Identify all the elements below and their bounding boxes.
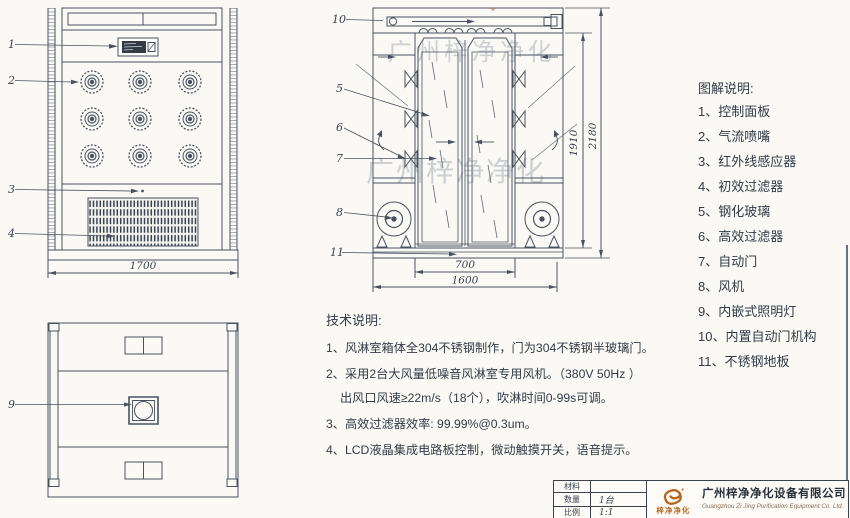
- front-frame: [48, 8, 237, 250]
- legend-item: 8、风机: [698, 279, 745, 294]
- door-rollers: [419, 29, 512, 34]
- plan-callouts: 9: [8, 398, 132, 411]
- callout-3: 3: [8, 183, 15, 196]
- callout-7: 7: [336, 152, 343, 165]
- section-callouts: 10 5 6 7 8 11: [330, 13, 577, 259]
- door-width-dimension: 700: [455, 259, 475, 271]
- dim-1600: 1600: [373, 258, 557, 292]
- sheet-border-line: [846, 245, 848, 518]
- notes-line: 3、高效过滤器效率: 99.99%@0.3um。: [326, 417, 537, 431]
- inner-height-dimension: 1910: [568, 129, 580, 156]
- legend-item: 2、气流喷嘴: [698, 129, 771, 144]
- quantity-label: 数量: [554, 493, 591, 506]
- notes-line: 4、LCD液晶集成电路板控制，微动触摸开关，语音提示。: [326, 443, 638, 457]
- ceiling-light: [129, 397, 158, 424]
- air-nozzle-symbols: [405, 71, 525, 167]
- technical-notes: 技术说明: 1、风淋室箱体全304不锈钢制作，门为304不锈钢半玻璃门。 2、采…: [326, 312, 666, 458]
- callout-9: 9: [8, 398, 15, 411]
- notes-line: 1、风淋室箱体全304不锈钢制作，门为304不锈钢半玻璃门。: [326, 341, 654, 355]
- scale-label: 比例: [554, 507, 591, 518]
- notes-line: 出风口风速≥22m/s（18个），吹淋时间0-99s可调。: [340, 391, 613, 405]
- title-block-row: 材料: [554, 481, 646, 493]
- fan-right: [525, 202, 559, 247]
- dim-700: 700: [415, 258, 515, 278]
- dim-1910: 1910: [565, 33, 592, 248]
- front-view-drawing: 1700 1 2 3 4: [7, 2, 260, 300]
- legend-item: 5、钢化玻璃: [698, 204, 771, 219]
- plan-top-fixture: [125, 337, 162, 354]
- legend-item: 1、控制面板: [698, 104, 771, 119]
- legend-item: 6、高效过滤器: [698, 229, 784, 244]
- plan-view-drawing: 9: [8, 308, 260, 508]
- company-name-en: Guangzhou Zi Jing Purification Equipment…: [702, 503, 844, 510]
- legend: 图解说明: 1、控制面板 2、气流喷嘴 3、红外线感应器 4、初效过滤器 5、钢…: [698, 80, 850, 374]
- title-block-table: 材料 数量 1台 比例 1:1: [554, 481, 647, 518]
- airflow-arrows: [377, 55, 559, 150]
- callout-5: 5: [336, 82, 343, 95]
- overall-width-dimension: 1600: [452, 275, 479, 287]
- callout-4: 4: [7, 227, 15, 240]
- callout-10: 10: [332, 13, 346, 26]
- notes-title: 技术说明:: [326, 313, 382, 328]
- title-block-row: 比例 1:1: [554, 507, 646, 518]
- logo-swirl-icon: [660, 488, 684, 507]
- company-name-cn: 广州梓净净化设备有限公司: [702, 488, 846, 500]
- overall-height-dimension: 2180: [587, 122, 599, 150]
- dim-2180: 2180: [565, 8, 610, 258]
- material-value: [591, 481, 646, 492]
- material-label: 材料: [554, 481, 591, 492]
- fan-left: [377, 202, 411, 247]
- control-panel: [118, 38, 158, 56]
- door-left: [418, 38, 462, 246]
- quantity-value: 1台: [599, 496, 614, 506]
- notes-line: 2、采用2台大风量低噪音风淋室专用风机。（380V 50Hz ）: [326, 367, 641, 381]
- callout-6: 6: [336, 121, 343, 134]
- door-right: [465, 38, 512, 246]
- scale-value: 1:1: [599, 507, 614, 518]
- exhaust-grille: [88, 198, 198, 246]
- side-walls: [373, 33, 563, 248]
- plan-frame: [48, 323, 238, 497]
- top-box: [373, 7, 563, 33]
- logo-text: 梓净净化: [656, 506, 691, 515]
- legend-item: 9、内嵌式照明灯: [698, 304, 797, 319]
- company-block: 广州梓净净化设备有限公司 Guangzhou Zi Jing Purificat…: [700, 481, 848, 518]
- front-callouts: 1 2 3 4: [7, 38, 144, 240]
- callout-8: 8: [336, 206, 343, 219]
- legend-item: 4、初效过滤器: [698, 179, 784, 194]
- watermark-text: 广州梓净净化: [366, 156, 547, 187]
- title-block-row: 数量 1台: [554, 493, 646, 507]
- legend-item: 10、内置自动门机构: [698, 329, 817, 344]
- legend-item: 7、自动门: [698, 254, 758, 269]
- legend-item: 3、红外线感应器: [698, 154, 797, 169]
- company-logo: 梓净净化: [647, 481, 700, 518]
- callout-1: 1: [8, 38, 15, 51]
- callout-2: 2: [7, 74, 15, 87]
- front-width-dimension: 1700: [130, 260, 157, 272]
- plan-bottom-fixture: [125, 462, 162, 479]
- base-plinth: [48, 250, 238, 260]
- legend-title: 图解说明:: [698, 81, 754, 96]
- callout-11: 11: [330, 246, 344, 259]
- dim-1700: 1700: [48, 260, 238, 278]
- section-view-drawing: 10 5 6 7 8 11 700: [330, 7, 620, 300]
- title-block: 材料 数量 1台 比例 1:1 梓净净化 广州梓净净化设备有限公司 Guangz…: [553, 480, 849, 518]
- legend-item: 11、不锈钢地板: [698, 354, 790, 369]
- nozzle-grid: [81, 71, 201, 167]
